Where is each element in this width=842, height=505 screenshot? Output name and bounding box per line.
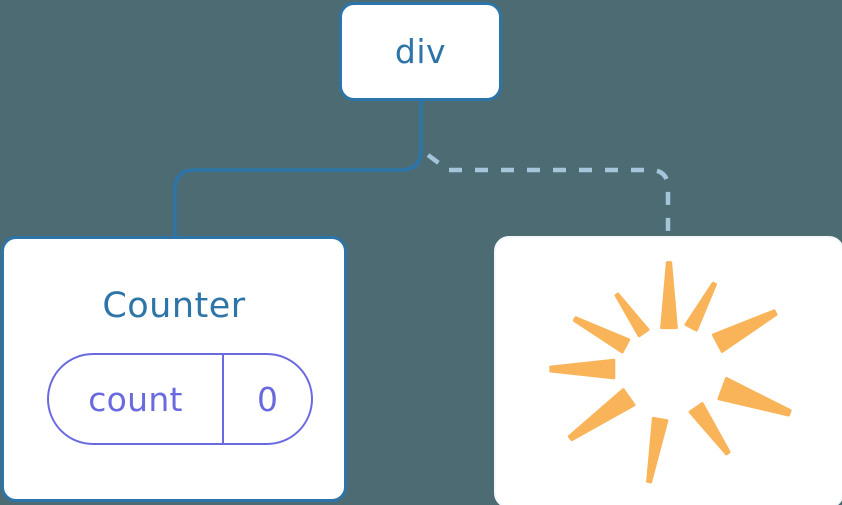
burst-ray-8 [711, 309, 778, 353]
burst-ray-2 [572, 316, 631, 354]
burst-ray-9 [684, 281, 717, 332]
node-div-label: div [394, 32, 447, 71]
node-render-burst[interactable] [494, 236, 842, 505]
burst-ray-6 [688, 402, 731, 456]
state-value-label: 0 [257, 379, 278, 419]
burst-ray-0 [660, 261, 678, 330]
state-pill-count[interactable]: count 0 [47, 353, 313, 445]
state-key-label: count [49, 355, 224, 443]
burst-ray-3 [549, 358, 616, 380]
node-div[interactable]: div [339, 2, 502, 101]
node-counter-label: Counter [102, 286, 246, 326]
edge-div-to-burst [426, 153, 671, 238]
node-counter[interactable]: Counter count 0 [1, 236, 347, 502]
burst-ray-1 [614, 292, 650, 338]
burst-ray-5 [646, 416, 669, 484]
burst-ray-4 [567, 388, 636, 442]
burst-ray-7 [717, 376, 792, 417]
render-burst-icon [549, 261, 792, 484]
edge-div-to-counter [173, 99, 423, 240]
